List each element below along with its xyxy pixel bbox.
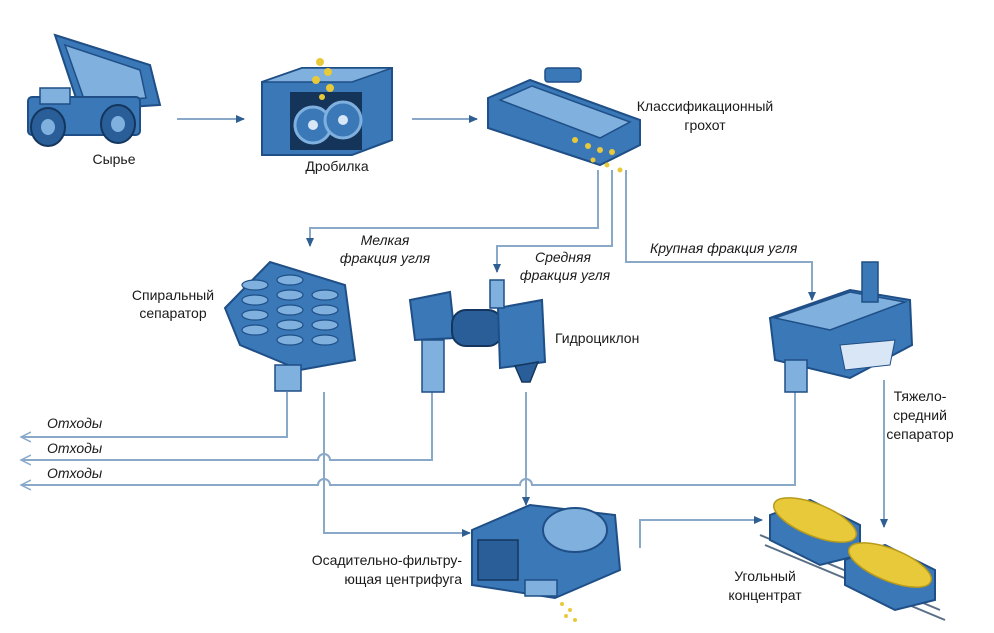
label-screen-line1: Классификационный: [636, 98, 774, 114]
arrow-spiral-to-centrifuge: [323, 392, 471, 537]
arrow-coarse-fraction: [625, 170, 816, 301]
hydrocyclone-icon: [408, 279, 547, 393]
waste-line-3: [22, 392, 796, 485]
label-centrifuge-line1: Осадительно-фильтру-: [311, 552, 462, 568]
label-coarse: Крупная фракция угля: [650, 240, 798, 256]
arrow-fine-fraction: [306, 170, 599, 247]
label-dms-line1: Тяжело-: [893, 388, 947, 404]
dump-truck-icon: [27, 33, 162, 147]
label-concentrate-line1: Угольный: [734, 568, 796, 584]
label-fine-line2: фракция угля: [339, 250, 431, 266]
label-waste-2: Отходы: [47, 440, 103, 456]
label-waste-3: Отходы: [47, 465, 103, 481]
label-concentrate-line2: концентрат: [728, 587, 802, 603]
waste-line-1: [22, 392, 288, 437]
label-dms-line2: средний: [893, 407, 947, 423]
label-dms-line3: сепаратор: [886, 426, 954, 442]
crusher-icon: [261, 58, 393, 156]
label-waste-1: Отходы: [47, 415, 103, 431]
label-crusher: Дробилка: [305, 158, 369, 174]
label-spiral-line2: сепаратор: [139, 305, 207, 321]
label-hydrocyclone: Гидроциклон: [555, 330, 640, 346]
spiral-separator-icon: [223, 260, 357, 392]
rail-cars-icon: [759, 497, 946, 621]
label-spiral-line1: Спиральный: [131, 287, 215, 303]
classification-screen-icon: [487, 67, 641, 173]
dense-medium-separator-icon: [768, 261, 914, 393]
label-fine-line1: Мелкая: [360, 232, 410, 248]
label-medium-line1: Средняя: [535, 249, 591, 265]
label-raw: Сырье: [92, 151, 136, 167]
flow-lines: [22, 115, 888, 548]
label-screen-line2: грохот: [684, 117, 726, 133]
arrow-centrifuge-to-concentrate: [639, 516, 763, 548]
centrifuge-icon: [471, 503, 622, 622]
label-medium-line2: фракция угля: [519, 267, 611, 283]
arrow-medium-fraction: [493, 170, 613, 273]
label-centrifuge-line2: ющая центрифуга: [344, 571, 462, 587]
